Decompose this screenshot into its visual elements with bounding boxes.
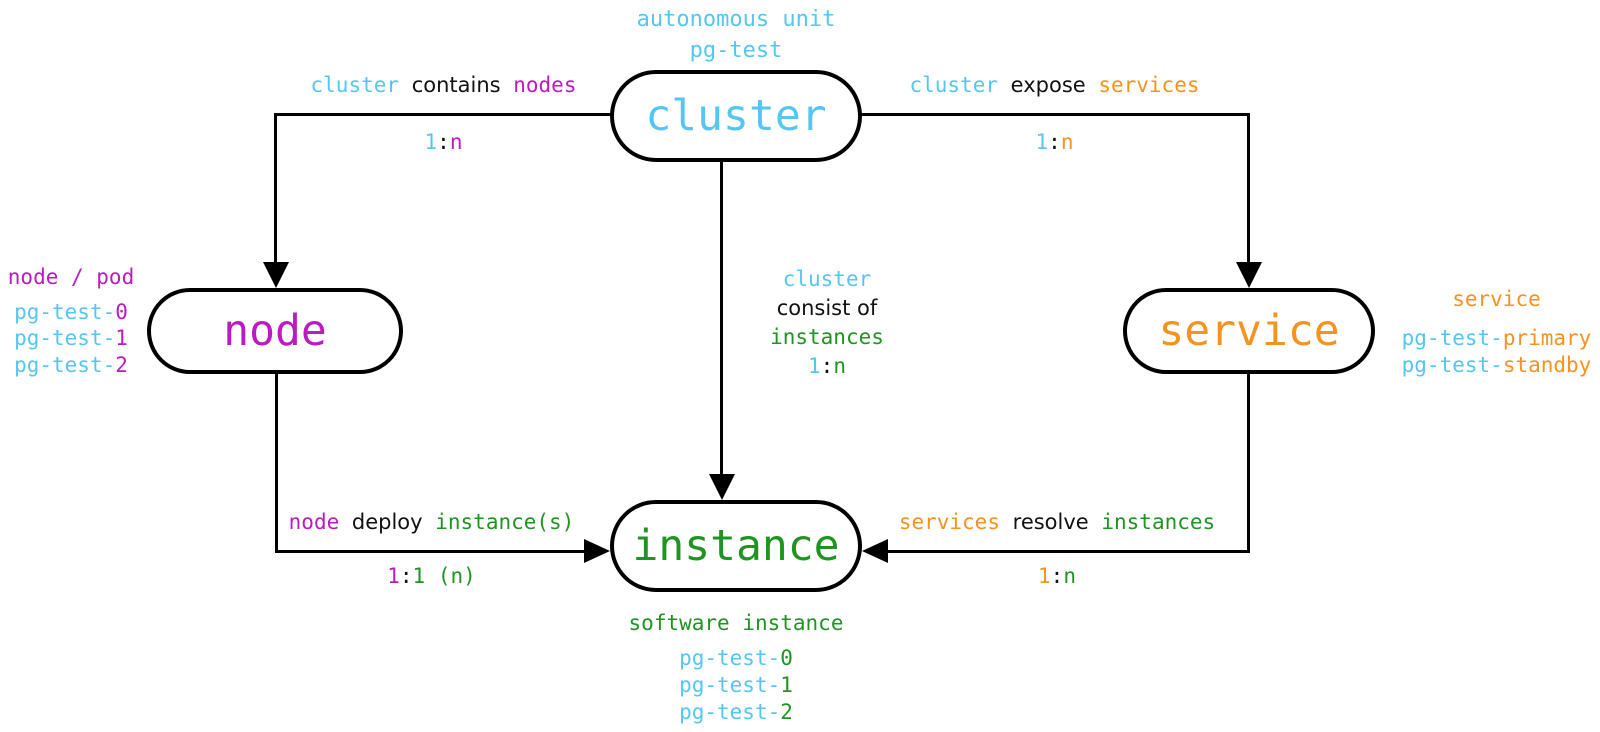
edge-verb: expose: [1010, 73, 1086, 97]
pod-name-prefix: pg-test-: [14, 352, 116, 377]
node-box: node: [147, 288, 403, 374]
instance-annotation-title: software instance: [628, 611, 844, 635]
cardinality-services-instances: 1:n: [862, 564, 1252, 588]
edge-verb: consist of: [776, 296, 878, 320]
edge-node-instance-vline: [275, 372, 278, 553]
edge-cluster-node-hline: [274, 113, 613, 116]
service-box: service: [1123, 288, 1375, 374]
cardinality-left: 1: [387, 564, 400, 588]
service-annotation-title: service: [1452, 287, 1541, 311]
edge-object: instance(s): [435, 510, 575, 534]
service-annotation: service pg-test-primary pg-test-standby: [1395, 286, 1598, 379]
edge-label-services-resolve-instances: services resolve instances: [862, 510, 1252, 534]
edge-cluster-node-vline: [274, 113, 277, 265]
arrowhead-into-service-icon: [1236, 262, 1262, 288]
cluster-annotation-name: pg-test: [689, 38, 783, 63]
edge-verb: contains: [411, 73, 501, 97]
cardinality-separator: :: [820, 354, 834, 378]
cardinality-right: n: [1063, 564, 1076, 588]
arrowhead-into-instance-left-icon: [584, 539, 610, 563]
cluster-box-label: cluster: [645, 91, 827, 141]
instance-name-suffix: 2: [780, 700, 793, 724]
service-box-label: service: [1158, 306, 1340, 356]
node-annotation-title: node / pod: [7, 265, 135, 289]
edge-subject: cluster: [310, 73, 400, 97]
cardinality-cluster-nodes: 1:n: [274, 130, 613, 154]
edge-object: nodes: [513, 73, 577, 97]
service-name-suffix: standby: [1502, 353, 1592, 377]
node-annotation: node / pod pg-test-0 pg-test-1 pg-test-2: [0, 264, 142, 378]
pod-name-prefix: pg-test-: [14, 326, 116, 350]
service-name-item: pg-test-primary: [1395, 325, 1598, 352]
node-pod-item: pg-test-0: [0, 299, 142, 326]
node-box-label: node: [223, 306, 327, 356]
edge-label-cluster-expose-services: cluster expose services: [859, 73, 1250, 97]
edge-verb: deploy: [351, 510, 423, 534]
service-name-item: pg-test-standby: [1395, 352, 1598, 379]
pod-name-prefix: pg-test-: [14, 299, 116, 324]
cardinality-cluster-services: 1:n: [859, 130, 1250, 154]
edge-subject: cluster: [782, 267, 872, 291]
edge-object: instances: [1101, 510, 1216, 534]
edge-cluster-service-hline: [859, 113, 1250, 116]
instance-name-item: pg-test-0: [585, 645, 887, 672]
edge-label-cluster-contains-nodes: cluster contains nodes: [274, 73, 613, 97]
edge-service-instance-vline: [1247, 372, 1250, 553]
cardinality-separator: :: [1050, 564, 1064, 588]
instance-name-suffix: 0: [780, 646, 793, 670]
instance-name-item: pg-test-1: [585, 672, 887, 699]
instance-name-prefix: pg-test-: [679, 646, 781, 670]
edge-label-node-deploy-instances: node deploy instance(s): [275, 510, 588, 534]
arrowhead-into-instance-top-icon: [709, 474, 735, 500]
edge-object: instances: [770, 325, 884, 349]
cluster-box: cluster: [610, 70, 862, 162]
cardinality-cluster-instances: 1:n: [727, 352, 927, 381]
node-pod-item: pg-test-1: [0, 325, 142, 352]
edge-subject: cluster: [909, 73, 998, 97]
instance-annotation: software instance pg-test-0 pg-test-1 pg…: [585, 610, 887, 726]
edge-verb: resolve: [1012, 510, 1089, 534]
instance-name-suffix: 1: [780, 673, 793, 697]
edge-service-instance-hline: [886, 550, 1250, 553]
cardinality-right: 1 (n): [412, 564, 476, 588]
cardinality-separator: :: [399, 564, 413, 588]
edge-cluster-service-vline: [1247, 113, 1250, 265]
cardinality-left: 1: [424, 130, 438, 154]
pod-name-suffix: 2: [115, 352, 128, 377]
node-pod-item: pg-test-2: [0, 352, 142, 379]
edge-node-instance-hline: [275, 550, 588, 553]
instance-name-prefix: pg-test-: [679, 700, 781, 724]
cardinality-right: n: [833, 354, 846, 378]
service-name-prefix: pg-test-: [1401, 353, 1503, 377]
edge-subject: node: [288, 510, 340, 534]
cardinality-node-instances: 1:1 (n): [275, 564, 588, 588]
edge-object: services: [1098, 73, 1200, 97]
service-name-prefix: pg-test-: [1401, 326, 1503, 350]
cardinality-left: 1: [1038, 564, 1051, 588]
pod-name-suffix: 0: [115, 299, 128, 324]
instance-name-item: pg-test-2: [585, 699, 887, 726]
service-name-suffix: primary: [1502, 326, 1592, 350]
edge-label-cluster-consist-of-instances: cluster consist of instances 1:n: [727, 265, 927, 381]
cluster-annotation: autonomous unit pg-test: [610, 4, 862, 66]
instance-box-label: instance: [632, 521, 840, 571]
cardinality-right: n: [449, 130, 463, 154]
cardinality-left: 1: [808, 354, 821, 378]
cardinality-right: n: [1060, 130, 1074, 154]
edge-cluster-instance-vline: [720, 160, 723, 476]
edge-subject: services: [898, 510, 1000, 534]
cluster-annotation-type: autonomous unit: [636, 7, 836, 32]
cardinality-left: 1: [1035, 130, 1049, 154]
instance-box: instance: [610, 500, 862, 592]
cardinality-separator: :: [437, 130, 450, 154]
arrowhead-into-node-icon: [263, 262, 289, 288]
arrowhead-into-instance-right-icon: [862, 539, 888, 563]
cardinality-separator: :: [1048, 130, 1061, 154]
pod-name-suffix: 1: [115, 326, 128, 350]
instance-name-prefix: pg-test-: [679, 673, 781, 697]
